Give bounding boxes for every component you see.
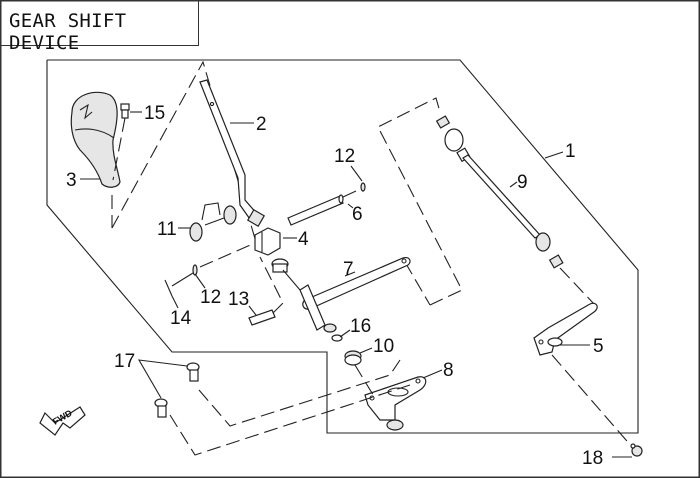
callout-5: 5 [593, 336, 604, 357]
part-6-pivot-shaft[interactable] [287, 190, 357, 226]
callout-3: 3 [66, 170, 77, 191]
callout-12-lower: 12 [200, 287, 221, 308]
part-18-nut[interactable] [630, 443, 643, 457]
part-3-shift-knob[interactable] [70, 91, 121, 188]
knob-guide-line [111, 60, 257, 243]
part-15-knob-screw[interactable] [112, 103, 130, 181]
linkage-guide-box [377, 97, 463, 306]
callout-15: 15 [144, 103, 165, 124]
callout-11: 11 [157, 219, 177, 240]
callout-17: 17 [114, 351, 135, 372]
part-2-shift-lever[interactable] [199, 79, 266, 228]
callout-8: 8 [443, 360, 454, 381]
callout-12-upper: 12 [334, 146, 355, 167]
callout-18: 18 [582, 448, 603, 469]
callout-6: 6 [352, 204, 363, 225]
part-10-bushing[interactable] [344, 350, 362, 366]
part-11-return-spring[interactable] [189, 202, 237, 242]
callout-10: 10 [373, 336, 394, 357]
callout-9: 9 [517, 172, 528, 193]
assembly-outline [46, 59, 639, 434]
part-12-washer-lower[interactable] [192, 242, 256, 276]
part-4-lever-bracket[interactable] [254, 227, 289, 273]
fwd-arrow-icon: FWD [39, 406, 86, 436]
callout-14: 14 [170, 308, 192, 329]
callout-13: 13 [228, 289, 249, 310]
part-8-mounting-bracket[interactable] [169, 359, 427, 456]
callout-1: 1 [565, 141, 576, 162]
part-12-washer-upper[interactable] [360, 182, 366, 192]
part-7-shift-rod-arm[interactable] [282, 257, 411, 333]
title-box: GEAR SHIFT DEVICE [0, 0, 199, 54]
callout-labels: 1 2 3 4 5 6 7 8 9 10 11 12 12 13 14 15 1… [66, 103, 604, 469]
part-13-bolt[interactable] [248, 256, 284, 326]
arm7-guide-line [404, 261, 431, 306]
part-17-flange-bolts[interactable] [154, 362, 200, 418]
callout-4: 4 [298, 229, 309, 250]
callout-16: 16 [350, 316, 371, 337]
diagram-title: GEAR SHIFT DEVICE [9, 10, 127, 54]
part-14-cotter-pin[interactable] [164, 272, 194, 297]
callout-7: 7 [343, 259, 354, 280]
part-5-shift-arm[interactable] [533, 302, 634, 449]
callout-leaders [80, 111, 632, 458]
callout-2: 2 [256, 114, 267, 135]
part-9-linkage-rod[interactable] [435, 115, 596, 306]
part-16-o-ring[interactable] [331, 334, 343, 342]
